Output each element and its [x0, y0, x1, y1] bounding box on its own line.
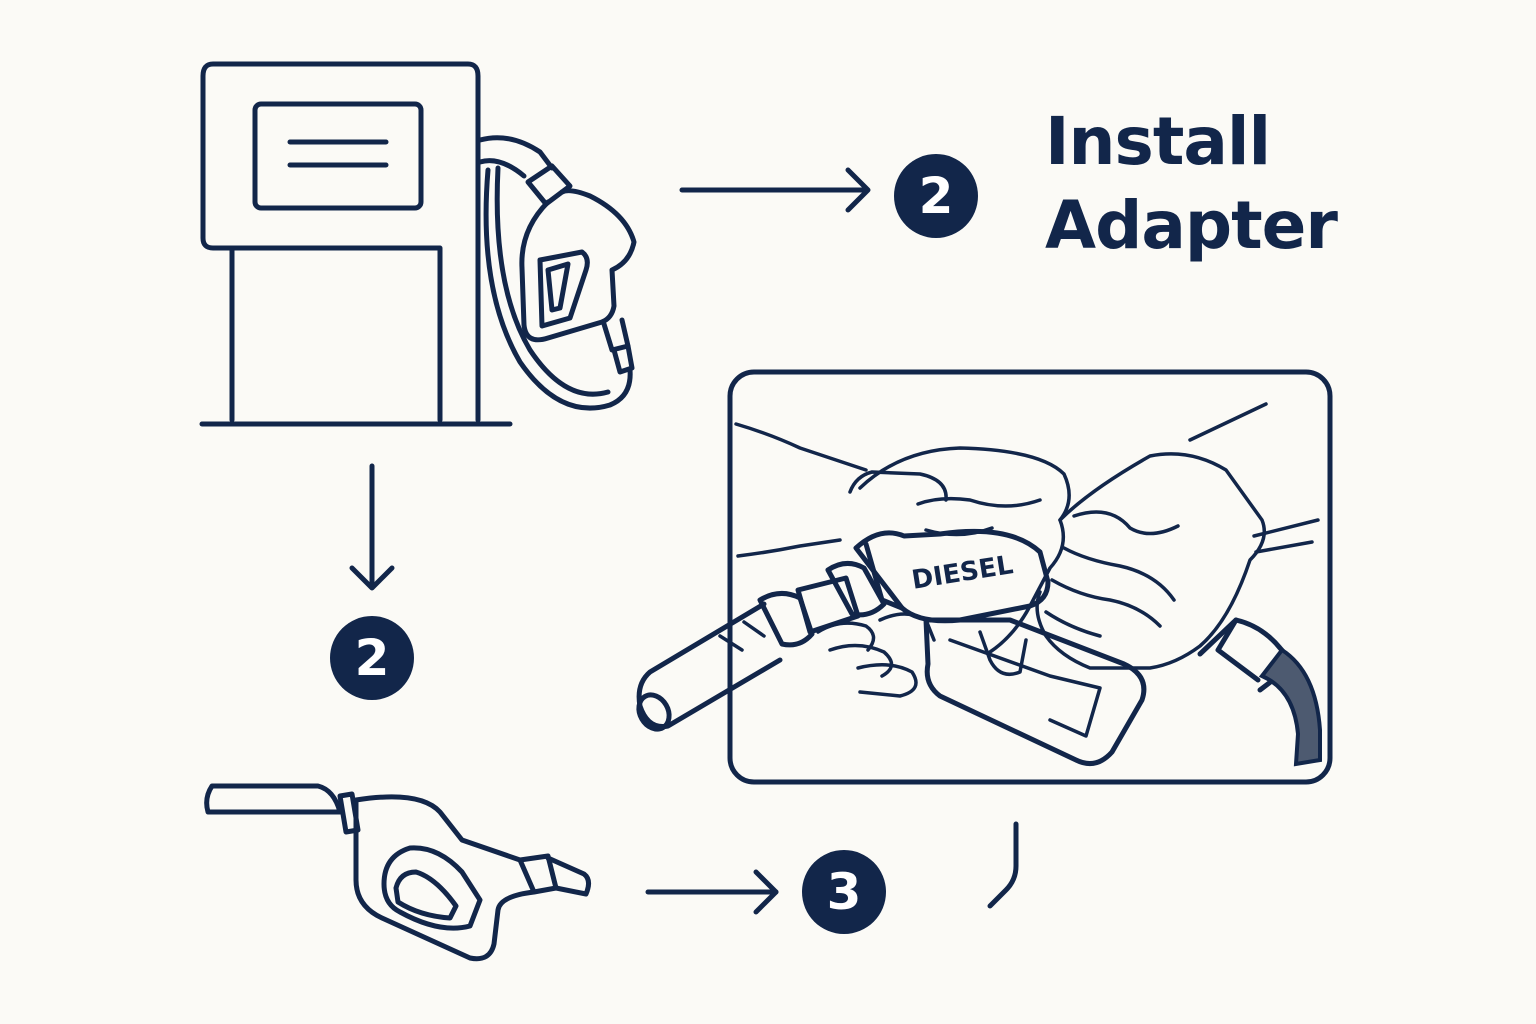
step-number: 2: [354, 629, 390, 687]
fuel-nozzle-icon: [204, 783, 592, 962]
hands-holding-nozzle-illustration: [636, 369, 1333, 785]
step-badge-top: 2: [894, 154, 978, 238]
step-badge-bottom: 3: [802, 850, 886, 934]
step-badge-left: 2: [330, 616, 414, 700]
step-number: 3: [826, 863, 862, 921]
title-line-2: Adapter: [1045, 187, 1338, 264]
arrow-right-icon-bottom: [645, 869, 779, 915]
fuel-pump-icon: [199, 61, 637, 427]
page-title: Install Adapter: [1045, 100, 1338, 268]
arrow-right-icon: [679, 167, 871, 213]
arrow-down-icon: [349, 463, 395, 591]
connector-hook: [987, 821, 1019, 909]
step-number: 2: [918, 167, 954, 225]
title-line-1: Install: [1045, 103, 1271, 180]
